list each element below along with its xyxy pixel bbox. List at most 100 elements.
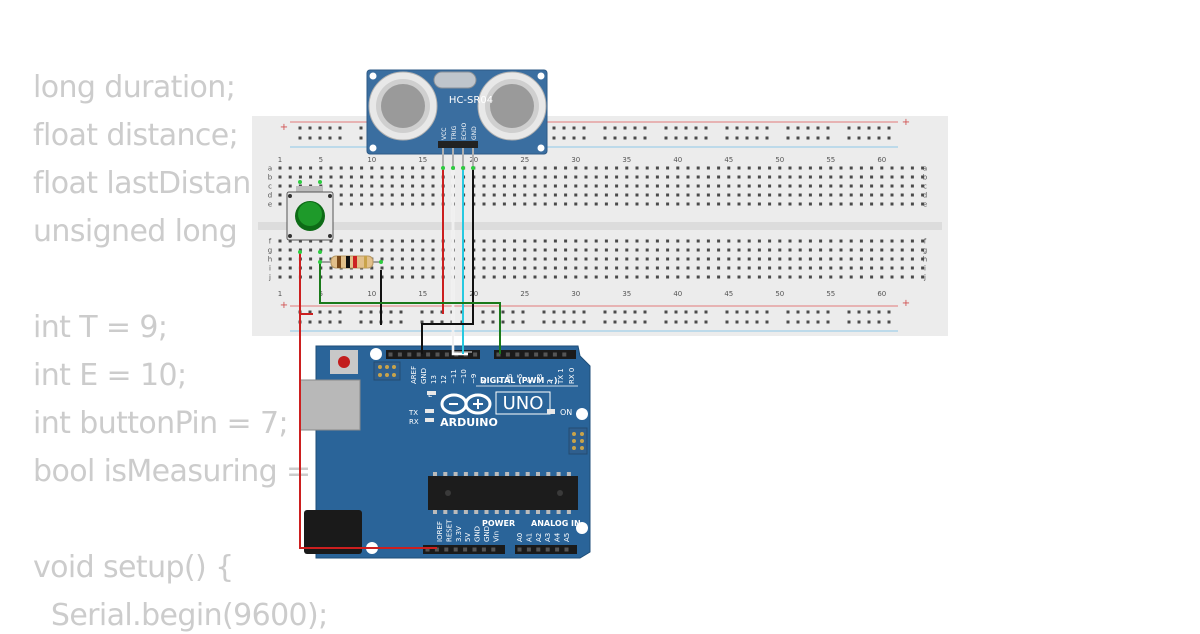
- breadboard-hole: [921, 248, 925, 252]
- digital-pin-label: ~3: [536, 374, 544, 384]
- header-pin[interactable]: [562, 352, 567, 357]
- breadboard-hole: [768, 266, 772, 270]
- header-pin[interactable]: [543, 352, 548, 357]
- breadboard-hole: [329, 166, 333, 170]
- breadboard-hole: [757, 239, 761, 243]
- sensor-pin-label: TRIG: [451, 125, 458, 141]
- breadboard-hole: [309, 257, 313, 261]
- row-letter-label: b: [923, 174, 928, 182]
- on-led: [547, 409, 555, 414]
- header-pin[interactable]: [481, 547, 486, 552]
- header-pin[interactable]: [463, 547, 468, 552]
- header-pin[interactable]: [491, 547, 496, 552]
- breadboard-hole: [819, 193, 823, 197]
- rail-hole: [572, 126, 576, 130]
- header-pin[interactable]: [536, 547, 541, 552]
- breadboard-hole: [839, 257, 843, 261]
- breadboard-hole: [676, 239, 680, 243]
- breadboard-hole: [574, 193, 578, 197]
- breadboard-hole: [400, 175, 404, 179]
- header-pin[interactable]: [453, 547, 458, 552]
- header-pin[interactable]: [407, 352, 412, 357]
- breadboard-hole: [431, 239, 435, 243]
- header-pin[interactable]: [555, 547, 560, 552]
- header-pin[interactable]: [444, 352, 449, 357]
- header-pin[interactable]: [388, 352, 393, 357]
- breadboard-hole: [533, 166, 537, 170]
- breadboard-hole: [615, 166, 619, 170]
- header-pin[interactable]: [534, 352, 539, 357]
- rail-hole: [674, 310, 678, 314]
- breadboard-hole: [747, 175, 751, 179]
- breadboard-hole: [880, 202, 884, 206]
- header-pin[interactable]: [545, 547, 550, 552]
- header-pin[interactable]: [552, 352, 557, 357]
- breadboard-hole: [808, 266, 812, 270]
- breadboard-hole: [288, 257, 292, 261]
- breadboard-hole: [696, 266, 700, 270]
- rail-hole: [430, 320, 434, 324]
- rail-hole: [328, 310, 332, 314]
- breadboard-hole: [370, 193, 374, 197]
- header-pin[interactable]: [524, 352, 529, 357]
- ultrasonic-sensor[interactable]: HC-SR04 VCC TRIG ECHO GND: [366, 69, 548, 168]
- sensor-mount-hole: [537, 72, 545, 80]
- breadboard-hole: [523, 166, 527, 170]
- wire-sensor-trig-outline: [452, 168, 472, 353]
- column-number-label: 1: [278, 290, 282, 298]
- header-pin[interactable]: [517, 547, 522, 552]
- header-pin[interactable]: [515, 352, 520, 357]
- breadboard-hole: [686, 248, 690, 252]
- breadboard-hole: [890, 175, 894, 179]
- analog-header-label: ANALOG IN: [531, 519, 581, 528]
- breadboard-hole: [910, 166, 914, 170]
- breadboard-hole: [696, 202, 700, 206]
- digital-pin-label: GND: [420, 368, 428, 384]
- breadboard-hole: [431, 275, 435, 279]
- breadboard-hole: [890, 184, 894, 188]
- column-number-label: 1: [278, 156, 282, 164]
- breadboard-hole: [411, 202, 415, 206]
- breadboard-hole: [360, 248, 364, 252]
- header-pin[interactable]: [425, 547, 430, 552]
- header-pin[interactable]: [444, 547, 449, 552]
- column-number-label: 5: [319, 156, 323, 164]
- push-button[interactable]: [286, 186, 334, 241]
- header-pin[interactable]: [397, 352, 402, 357]
- power-header-label: POWER: [482, 519, 515, 528]
- breadboard-hole: [604, 202, 608, 206]
- rail-hole: [887, 310, 891, 314]
- breadboard-hole: [788, 166, 792, 170]
- rail-hole: [674, 320, 678, 324]
- header-pin[interactable]: [526, 547, 531, 552]
- header-pin[interactable]: [472, 547, 477, 552]
- breadboard-hole: [808, 239, 812, 243]
- breadboard-hole: [298, 166, 302, 170]
- breadboard-hole: [370, 166, 374, 170]
- reset-button-cap[interactable]: [338, 356, 350, 368]
- header-pin[interactable]: [434, 547, 439, 552]
- header-pin[interactable]: [426, 352, 431, 357]
- breadboard-hole: [543, 166, 547, 170]
- header-pin[interactable]: [473, 352, 478, 357]
- sensor-mount-hole: [369, 144, 377, 152]
- header-pin[interactable]: [496, 352, 501, 357]
- breadboard-hole: [492, 202, 496, 206]
- header-pin[interactable]: [416, 352, 421, 357]
- breadboard-hole: [921, 266, 925, 270]
- header-pin[interactable]: [564, 547, 569, 552]
- breadboard-hole: [513, 175, 517, 179]
- rail-hole: [867, 310, 871, 314]
- breadboard-hole: [278, 248, 282, 252]
- breadboard-hole: [737, 193, 741, 197]
- header-pin[interactable]: [435, 352, 440, 357]
- breadboard-hole: [737, 166, 741, 170]
- breadboard-hole: [655, 166, 659, 170]
- rail-hole: [582, 136, 586, 140]
- analog-pin-label: A4: [554, 532, 562, 542]
- wire-button-power: [299, 252, 437, 549]
- header-pin[interactable]: [505, 352, 510, 357]
- breadboard-hole: [339, 275, 343, 279]
- breadboard-hole: [686, 202, 690, 206]
